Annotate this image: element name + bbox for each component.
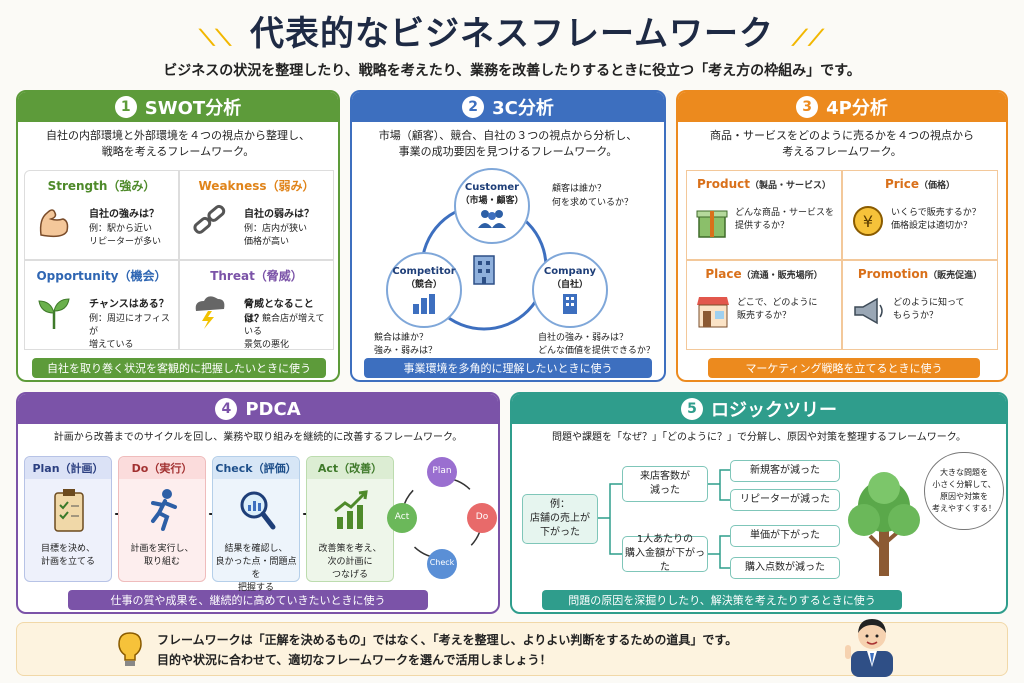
4p-description: 商品・サービスをどのように売るかを４つの視点から 考えるフレームワーク。	[710, 129, 974, 158]
cycle-label-check: Check	[429, 558, 455, 567]
sparkle-icon: ⟋⟋	[791, 26, 825, 51]
logic-leaf: 単価が下がった	[730, 525, 840, 547]
swot-panel: 1 SWOT分析 自社の内部環境と外部環境を４つの視点から整理し、 戦略を考える…	[16, 90, 340, 382]
3c-customer: Customer （市場・顧客）	[454, 168, 530, 244]
office-icon	[563, 294, 577, 314]
pdca-step-plan: Plan（計画） 目標を決め、 計画を立てる	[24, 456, 112, 582]
sprout-icon	[38, 298, 70, 329]
3c-header: 2 3C分析	[352, 92, 664, 122]
4p-product: Product（製品・サービス） どんな商品・サービスを 提供するか？	[686, 170, 842, 260]
sparkle-icon: ⟍⟍	[199, 26, 232, 51]
pdca-description: 計画から改善までのサイクルを回し、業務や取り組みを継続的に改善するフレームワーク…	[53, 432, 463, 443]
building-icon	[473, 255, 495, 285]
pdca-step-check: Check（評価） 結果を確認し、 良かった点・問題点を 把握する	[212, 456, 300, 593]
lightbulb-icon	[118, 632, 142, 666]
cycle-label-act: Act	[394, 512, 410, 522]
logic-branch: 1人あたりの 購入金額が下がった	[622, 534, 708, 573]
pdca-usage-bar: 仕事の質や成果を、継続的に高めていきたいときに使う	[68, 590, 428, 610]
cycle-label-plan: Plan	[432, 466, 452, 476]
page-title: ⟍⟍代表的なビジネスフレームワーク⟋⟋	[199, 14, 825, 54]
people-icon	[478, 210, 506, 228]
storm-cloud-icon	[195, 296, 225, 329]
3c-usage-bar: 事業環境を多角的に理解したいときに使う	[364, 358, 652, 378]
logic-leaf: 新規客が減った	[730, 460, 840, 482]
section-number: 1	[114, 96, 137, 118]
logic-tree-title: ロジックツリー	[711, 400, 837, 421]
4p-usage-bar: マーケティング戦略を立てるときに使う	[708, 358, 980, 378]
businessman-avatar	[845, 619, 893, 677]
swot-header: 1 SWOT分析	[18, 92, 338, 122]
logic-tree-description: 問題や課題を「なぜ？」「どのように？」で分解し、原因や対策を整理するフレームワー…	[552, 432, 966, 443]
logic-tree-header: 5 ロジックツリー	[512, 394, 1006, 424]
pdca-title: PDCA	[245, 398, 301, 420]
logic-tree-panel: 5 ロジックツリー 問題や課題を「なぜ？」「どのように？」で分解し、原因や対策を…	[510, 392, 1008, 614]
3c-competitor-note: 競合は誰か？ 強み・弱みは？	[374, 333, 438, 356]
svg-text:¥: ¥	[863, 212, 873, 231]
muscle-icon	[39, 209, 69, 238]
runner-icon	[151, 489, 177, 531]
clipboard-icon	[54, 489, 84, 532]
magnifier-icon	[240, 491, 276, 530]
4p-price: Price（価格） ¥ いくらで販売するか？ 価格設定は適切か？	[842, 170, 998, 260]
4p-promotion: Promotion（販売促進） どのように知って もらうか？	[842, 260, 998, 350]
section-number: 5	[681, 398, 703, 420]
speech-bubble: 大きな問題を 小さく分解して、 原因や対策を 考えやすくする！	[924, 452, 1004, 530]
broken-chain-icon	[193, 204, 226, 234]
logic-leaf: 購入点数が減った	[730, 557, 840, 579]
3c-description: 市場（顧客）、競合、自社の３つの視点から分析し、 事業の成功要因を見つけるフレー…	[378, 129, 638, 158]
gift-box-icon	[696, 210, 728, 238]
swot-threat: Threat（脅威） 脅威となることは？ 例：競合店が増えている 景気の悪化	[179, 260, 334, 350]
bottom-note: フレームワークは「正解を決めるもの」ではなく、「考えを整理し、よりよい判断をする…	[16, 619, 1008, 677]
4p-title: 4P分析	[826, 98, 888, 119]
logic-tree-usage-bar: 問題の原因を深掘りしたり、解決策を考えたりするときに使う	[542, 590, 902, 610]
3c-company-note: 自社の強み・弱みは？ どんな価値を提供できるか？	[538, 333, 655, 356]
bar-graph-icon	[413, 294, 435, 314]
tree-icon	[848, 472, 920, 576]
swot-usage-bar: 自社を取り巻く状況を客観的に把握したいときに使う	[32, 358, 326, 378]
tree-connectors	[598, 469, 730, 569]
logic-leaf: リピーターが減った	[730, 489, 840, 511]
swot-opportunity: Opportunity（機会） チャンスはある？ 例：周辺にオフィスが 増えてい…	[24, 260, 179, 350]
cycle-label-do: Do	[475, 512, 489, 522]
3c-title: 3C分析	[492, 98, 554, 119]
yen-coin-icon: ¥	[853, 206, 883, 236]
section-number: 4	[215, 398, 238, 420]
swot-strength: Strength（強み） 自社の強みは？ 例：駅から近い リピーターが多い	[24, 170, 179, 260]
logic-branch: 来店客数が 減った	[622, 466, 708, 502]
4p-panel: 3 4P分析 商品・サービスをどのように売るかを４つの視点から 考えるフレームワ…	[676, 90, 1008, 382]
3c-competitor: Competitor （競合）	[386, 252, 462, 328]
pdca-step-act: Act（改善） 改善策を考え、 次の計画に つなげる	[306, 456, 394, 582]
page-subtitle: ビジネスの状況を整理したり、戦略を考えたり、業務を改善したりするときに役立つ「考…	[163, 63, 861, 79]
note-line-2: 目的や状況に合わせて、適切なフレームワークを選んで活用しましょう！	[157, 653, 552, 667]
growth-chart-icon	[334, 490, 368, 529]
swot-weakness: Weakness（弱み） 自社の弱みは？ 例：店内が狭い 価格が高い	[179, 170, 334, 260]
store-icon	[697, 297, 729, 328]
section-number: 3	[796, 96, 819, 118]
pdca-step-do: Do（実行） 計画を実行し、 取り組む	[118, 456, 206, 582]
section-number: 2	[462, 96, 485, 118]
note-line-1: フレームワークは「正解を決めるもの」ではなく、「考えを整理し、よりよい判断をする…	[157, 633, 738, 647]
4p-header: 3 4P分析	[678, 92, 1006, 122]
pdca-header: 4 PDCA	[18, 394, 498, 424]
megaphone-icon	[854, 297, 883, 325]
logic-root: 例： 店舗の売上が 下がった	[522, 494, 598, 544]
pdca-cycle-diagram	[387, 457, 497, 579]
swot-title: SWOT分析	[144, 98, 242, 119]
3c-customer-note: 顧客は誰か？ 何を求めているか？	[552, 184, 634, 208]
3c-panel: 2 3C分析 市場（顧客）、競合、自社の３つの視点から分析し、 事業の成功要因を…	[350, 90, 666, 382]
3c-company: Company （自社）	[532, 252, 608, 328]
4p-place: Place（流通・販売場所） どこで、どのように 販売するか？	[686, 260, 842, 350]
swot-description: 自社の内部環境と外部環境を４つの視点から整理し、 戦略を考えるフレームワーク。	[46, 129, 310, 158]
